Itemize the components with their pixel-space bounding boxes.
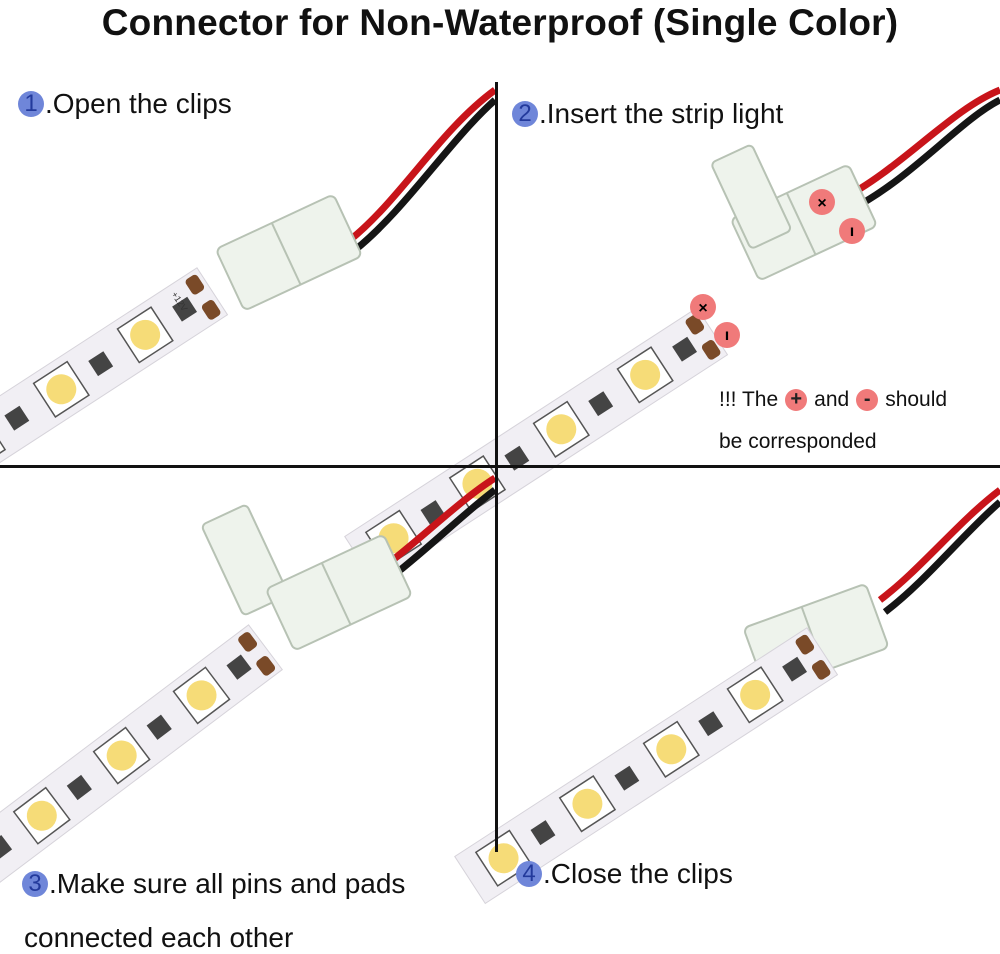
step-number-badge: 1: [18, 91, 44, 117]
svg-text:ı: ı: [850, 223, 854, 240]
note-text: !!! The: [719, 388, 779, 411]
polarity-markers: × ı × ı: [690, 189, 865, 348]
panel-4-wires: [877, 487, 1000, 615]
step-4-label: 4 .Close the clips: [516, 858, 733, 890]
step-number-badge: 2: [512, 101, 538, 127]
step-text: .Close the clips: [543, 858, 733, 889]
panel-1-led-strip: +12V: [0, 267, 229, 545]
step-text: .Make sure all pins and pads: [49, 868, 406, 899]
panel-2-wires: [838, 86, 1000, 214]
panel-2-led-strip: [344, 307, 729, 585]
step-3-text-line2: connected each other: [24, 922, 294, 953]
step-number-badge: 3: [22, 871, 48, 897]
polarity-note: !!! The + and - should: [719, 388, 947, 412]
minus-badge: -: [856, 389, 879, 411]
step-text: .Insert the strip light: [539, 98, 784, 129]
step-1-label: 1 .Open the clips: [18, 88, 232, 120]
step-number-badge: 4: [516, 861, 542, 887]
panel-3-connector: [264, 533, 414, 652]
note-text: should: [885, 388, 948, 411]
svg-text:ı: ı: [725, 327, 729, 344]
panel-1-connector: [214, 193, 364, 312]
horizontal-divider: [0, 465, 1000, 468]
step-3-label: 3 .Make sure all pins and pads: [22, 868, 405, 900]
svg-text:×: ×: [817, 195, 826, 212]
svg-text:×: ×: [698, 300, 707, 317]
step-2-label: 2 .Insert the strip light: [512, 98, 783, 130]
plus-badge: +: [785, 389, 808, 411]
page-title: Connector for Non-Waterproof (Single Col…: [101, 2, 899, 43]
note-text: and: [814, 388, 850, 411]
polarity-note-line2: be corresponded: [719, 430, 877, 453]
panel-1-wires: [347, 87, 498, 253]
step-text: .Open the clips: [45, 88, 232, 119]
